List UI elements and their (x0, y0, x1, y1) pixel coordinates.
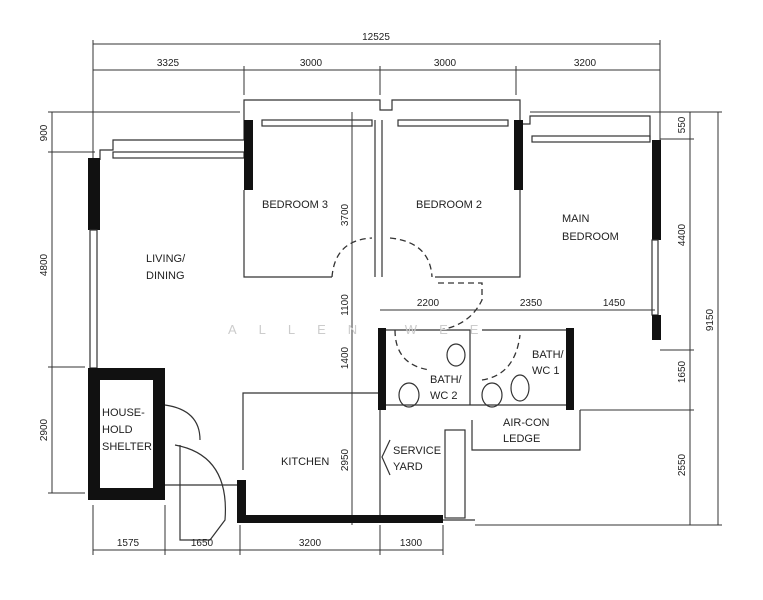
dim-interior-vertical: 3700 (340, 203, 351, 226)
dim-interior-vertical: 1100 (340, 294, 351, 316)
room-label-aircon-ledge: AIR-CON (503, 417, 550, 429)
room-label-service-yard: SERVICE (393, 445, 441, 457)
room-label-bath-wc2: BATH/ (430, 374, 463, 386)
room-label-bedroom-2: BEDROOM 2 (416, 199, 482, 211)
dim-right: 550 (677, 116, 688, 133)
dimension-labels: 12525 3325 3000 3000 3200 900 4800 2900 … (39, 32, 716, 549)
dim-top-total: 12525 (362, 32, 390, 43)
dim-interior-vertical: 2950 (340, 448, 351, 471)
dim-right: 1650 (677, 360, 688, 383)
dim-interior-horizontal: 1450 (603, 298, 626, 309)
dim-right: 4400 (677, 223, 688, 246)
dim-top: 3200 (574, 58, 597, 69)
dim-right-total: 9150 (705, 308, 716, 331)
room-label-bath-wc2-2: WC 2 (430, 390, 458, 402)
dim-interior-horizontal: 2350 (520, 298, 543, 309)
room-label-main-bedroom-2: BEDROOM (562, 231, 619, 243)
dim-bottom: 1575 (117, 538, 140, 549)
room-label-dining: DINING (146, 270, 185, 282)
dim-top: 3325 (157, 58, 180, 69)
room-label-aircon-ledge-2: LEDGE (503, 433, 540, 445)
dim-left: 2900 (39, 418, 50, 441)
walls (88, 99, 661, 541)
room-label-service-yard-2: YARD (393, 461, 423, 473)
dim-right: 2550 (677, 453, 688, 476)
room-label-shelter: HOUSE- (102, 407, 145, 419)
room-label-bath-wc1: BATH/ (532, 349, 565, 361)
dim-bottom: 1650 (191, 538, 214, 549)
room-label-kitchen: KITCHEN (281, 456, 329, 468)
dimension-lines (48, 40, 722, 555)
dim-interior-horizontal: 2200 (417, 298, 440, 309)
dim-bottom: 3200 (299, 538, 322, 549)
dim-left: 4800 (39, 253, 50, 276)
room-label-bedroom-3: BEDROOM 3 (262, 199, 328, 211)
dim-top: 3000 (300, 58, 323, 69)
room-label-shelter-2: HOLD (102, 424, 133, 436)
room-label-main-bedroom: MAIN (562, 213, 590, 225)
room-label-shelter-3: SHELTER (102, 441, 152, 453)
room-label-living: LIVING/ (146, 253, 186, 265)
dim-bottom: 1300 (400, 538, 423, 549)
room-labels: BEDROOM 3 BEDROOM 2 MAIN BEDROOM LIVING/… (102, 199, 619, 473)
room-label-bath-wc1-2: WC 1 (532, 365, 560, 377)
dim-left: 900 (39, 124, 50, 141)
watermark: ALLEN WEE (228, 322, 500, 337)
dim-interior-vertical: 1400 (340, 346, 351, 369)
dim-top: 3000 (434, 58, 457, 69)
